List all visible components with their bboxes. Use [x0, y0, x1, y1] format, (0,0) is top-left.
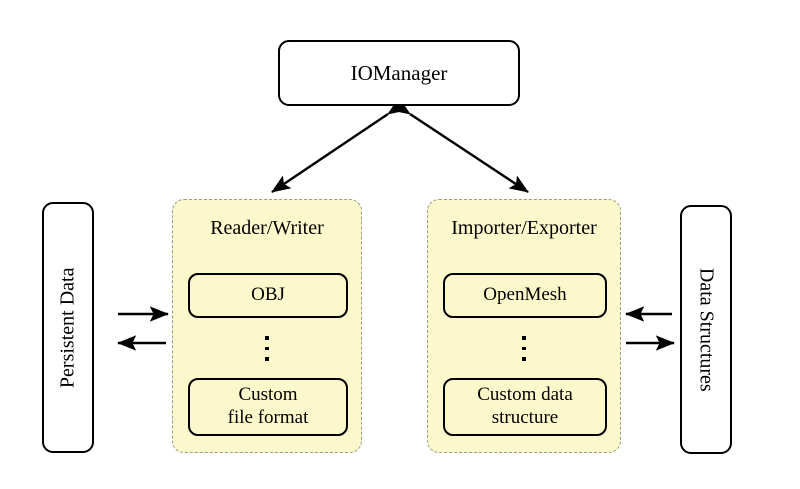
ellipsis-reader-writer [173, 336, 361, 361]
node-obj[interactable]: OBJ [188, 273, 348, 318]
node-openmesh-label: OpenMesh [483, 284, 567, 306]
node-iomanager[interactable]: IOManager [278, 40, 520, 106]
node-iomanager-label: IOManager [350, 60, 448, 85]
node-custom-data-structure[interactable]: Custom data structure [443, 378, 607, 436]
node-custom-file-format-label: Custom file format [228, 384, 309, 430]
node-custom-data-structure-line1: Custom data [477, 384, 573, 406]
ellipsis-dot [522, 336, 526, 340]
node-persistent-data-label: Persistent Data [56, 267, 79, 388]
node-custom-file-format[interactable]: Custom file format [188, 378, 348, 436]
panel-reader-writer[interactable]: Reader/Writer OBJ Custom file format [172, 199, 362, 453]
connector-iomanager-readerwriter [271, 97, 408, 193]
node-custom-data-structure-label: Custom data structure [477, 384, 573, 430]
ellipsis-dot [265, 357, 269, 361]
ellipsis-dot [265, 346, 269, 351]
node-data-structures[interactable]: Data Structures [680, 205, 732, 454]
ellipsis-dot [265, 336, 269, 340]
panel-importer-exporter-title: Importer/Exporter [451, 217, 597, 239]
node-custom-file-format-line2: file format [227, 407, 309, 428]
node-data-structures-label: Data Structures [695, 267, 718, 392]
ellipsis-importer-exporter [428, 336, 620, 361]
connector-iomanager-importerexporter [390, 97, 529, 194]
node-custom-data-structure-line2: structure [491, 407, 559, 428]
panel-importer-exporter[interactable]: Importer/Exporter OpenMesh Custom data s… [427, 199, 621, 453]
node-openmesh[interactable]: OpenMesh [443, 273, 607, 318]
node-custom-file-format-line1: Custom [238, 384, 298, 406]
node-obj-label: OBJ [251, 284, 285, 306]
ellipsis-dot [522, 346, 526, 351]
node-persistent-data[interactable]: Persistent Data [42, 202, 94, 453]
panel-reader-writer-title: Reader/Writer [210, 217, 324, 239]
ellipsis-dot [522, 357, 526, 361]
